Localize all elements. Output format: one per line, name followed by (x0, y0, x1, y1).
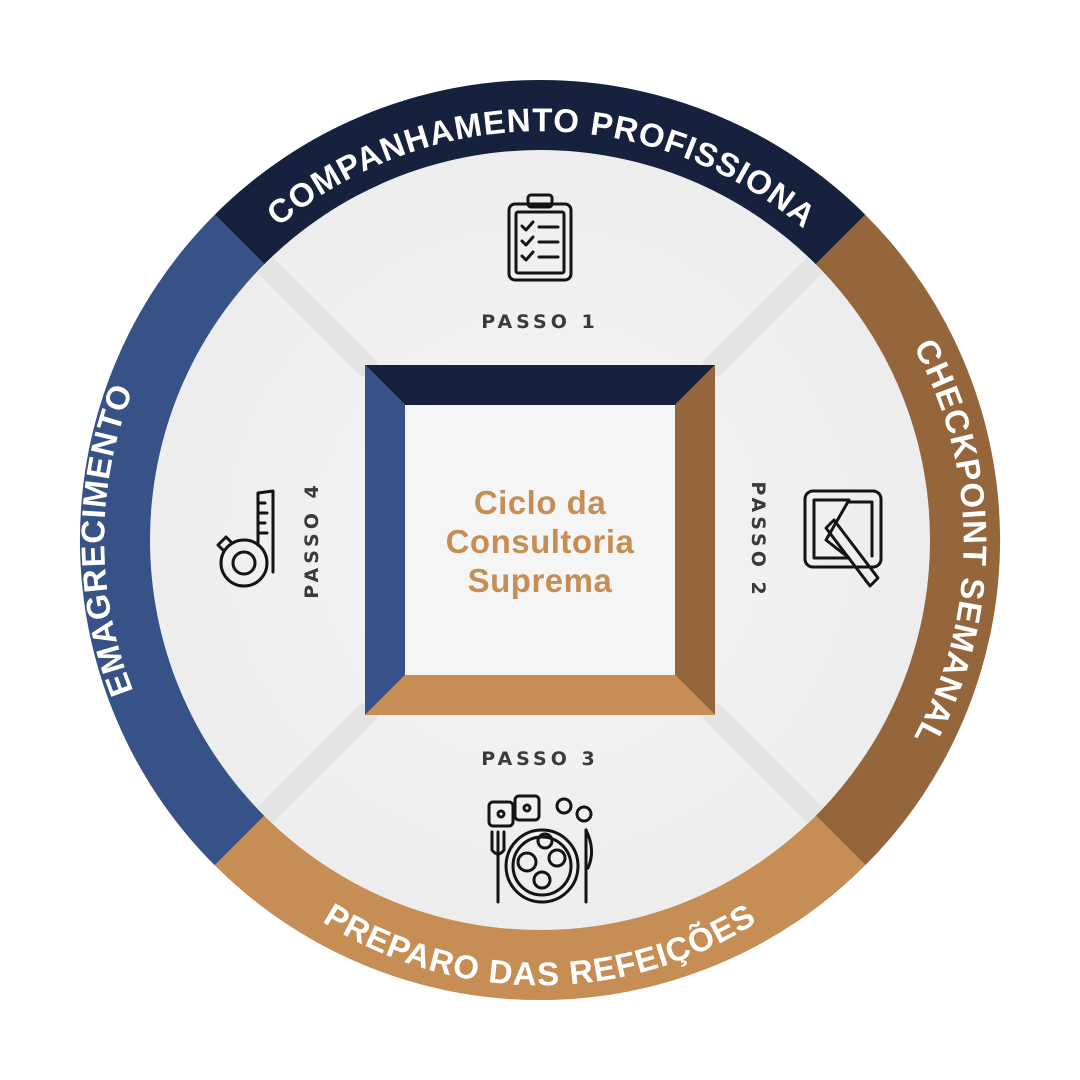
frame-right (675, 365, 715, 715)
meal-plate-icon (487, 794, 593, 904)
center-title-line-1: Ciclo da (474, 484, 607, 521)
center-title-line-2: Consultoria (446, 523, 635, 560)
frame-left (365, 365, 405, 715)
step-3-label: PASSO 3 (481, 748, 598, 770)
center-panel (405, 405, 675, 675)
center-title-line-3: Suprema (468, 562, 613, 599)
step-1-label: PASSO 1 (481, 311, 598, 333)
step-2-label: PASSO 2 (747, 481, 769, 598)
diagonal-separators (257, 257, 823, 823)
frame-top (365, 365, 715, 405)
checkpoint-icon (803, 489, 883, 588)
measuring-tape-icon (216, 489, 275, 588)
frame-bottom (365, 675, 715, 715)
step-4-label: PASSO 4 (301, 481, 323, 598)
clipboard-checklist-icon (507, 193, 573, 282)
